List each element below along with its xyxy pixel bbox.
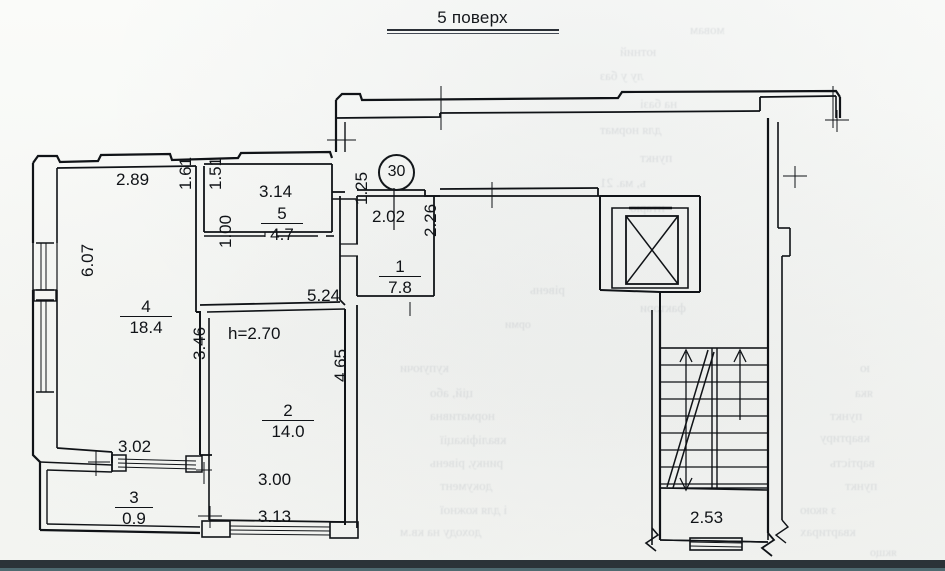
- viewer-bottom-bar: [0, 560, 945, 571]
- viewer-bottom-accent: [0, 568, 945, 571]
- apartment-number-badge: 30: [378, 154, 415, 191]
